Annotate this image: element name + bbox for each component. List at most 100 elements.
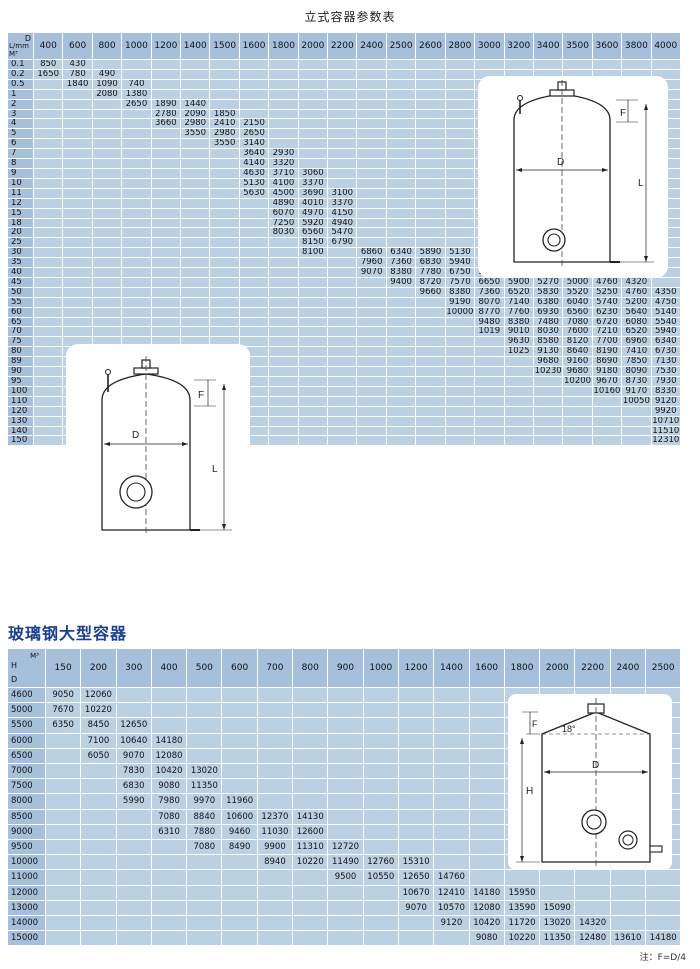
table-cell bbox=[209, 276, 240, 288]
table-cell bbox=[209, 88, 240, 100]
table-cell bbox=[209, 257, 240, 269]
corner-l-label: L/mm bbox=[9, 42, 29, 50]
table-cell bbox=[33, 425, 64, 437]
table-cell bbox=[268, 306, 299, 318]
table-cell: 10160 bbox=[591, 385, 623, 397]
table-cell bbox=[444, 405, 476, 417]
table-cell: 7930 bbox=[650, 376, 682, 387]
table-cell bbox=[562, 385, 593, 397]
row-header: 100 bbox=[6, 385, 35, 397]
table-cell bbox=[327, 415, 358, 427]
table-cell: 2150 bbox=[238, 118, 270, 130]
table-cell bbox=[503, 356, 534, 368]
table-cell bbox=[91, 148, 123, 160]
table-cell: 8640 bbox=[562, 346, 593, 358]
table-cell bbox=[91, 128, 123, 140]
column-header: 1600 bbox=[468, 648, 505, 688]
table-cell bbox=[444, 336, 476, 348]
table-cell bbox=[356, 148, 387, 160]
table-cell bbox=[221, 915, 258, 932]
row-header: 45 bbox=[6, 276, 35, 288]
table-cell bbox=[150, 930, 188, 947]
table-cell bbox=[356, 158, 387, 169]
table-cell: 4760 bbox=[621, 286, 652, 298]
table-cell bbox=[121, 227, 152, 239]
row-header: 9000 bbox=[7, 823, 46, 841]
table-cell bbox=[209, 316, 240, 328]
table-cell bbox=[385, 415, 417, 427]
table-cell bbox=[327, 296, 358, 308]
table-cell bbox=[186, 899, 223, 917]
table-cell bbox=[297, 68, 329, 80]
table-cell: 3100 bbox=[327, 187, 358, 199]
table-cell bbox=[150, 257, 182, 269]
table-cell bbox=[62, 167, 93, 179]
row-header: 3 bbox=[6, 108, 35, 120]
table-cell bbox=[256, 793, 294, 810]
table-cell bbox=[297, 326, 329, 338]
table-cell: 5890 bbox=[415, 247, 446, 259]
table-cell: 8690 bbox=[591, 356, 623, 368]
table-cell: 9080 bbox=[150, 778, 188, 795]
corner-d-label: D bbox=[11, 675, 18, 684]
table-cell bbox=[468, 854, 505, 871]
table-cell bbox=[209, 306, 240, 318]
table-cell bbox=[356, 118, 387, 130]
table-cell bbox=[238, 207, 270, 219]
table-cell bbox=[356, 197, 387, 209]
table-cell bbox=[415, 376, 446, 387]
table-cell bbox=[532, 395, 564, 407]
table-cell bbox=[209, 207, 240, 219]
table-cell bbox=[385, 346, 417, 358]
table-cell bbox=[238, 227, 270, 239]
table-cell bbox=[62, 108, 93, 120]
table-cell bbox=[591, 405, 623, 417]
table-cell bbox=[268, 316, 299, 328]
table-cell bbox=[433, 747, 470, 765]
table-cell: 9050 bbox=[44, 686, 82, 704]
table-cell bbox=[385, 197, 417, 209]
table-cell: 7530 bbox=[650, 366, 682, 377]
table-cell: 6930 bbox=[532, 306, 564, 318]
table-cell bbox=[468, 763, 505, 780]
table-cell: 11350 bbox=[539, 930, 576, 947]
table-cell: 4630 bbox=[238, 167, 270, 179]
table-cell: 5740 bbox=[591, 296, 623, 308]
table-cell bbox=[474, 435, 505, 447]
table-cell: 5540 bbox=[650, 316, 682, 328]
table-cell bbox=[292, 686, 329, 704]
table-cell: 9630 bbox=[503, 336, 534, 348]
table-cell bbox=[433, 732, 470, 749]
table-cell bbox=[503, 435, 534, 447]
table-cell bbox=[468, 732, 505, 749]
table-cell: 5130 bbox=[444, 247, 476, 259]
table-cell bbox=[468, 686, 505, 704]
table-cell bbox=[532, 385, 564, 397]
table-cell: 9190 bbox=[444, 296, 476, 308]
table-cell bbox=[433, 778, 470, 795]
table-cell bbox=[209, 59, 240, 70]
table-cell bbox=[297, 316, 329, 328]
table-cell bbox=[33, 167, 64, 179]
table-cell bbox=[180, 257, 211, 269]
table-cell bbox=[115, 899, 152, 917]
table-cell bbox=[385, 296, 417, 308]
column-header: 2500 bbox=[385, 32, 417, 60]
table-cell: 4750 bbox=[650, 296, 682, 308]
table-cell bbox=[297, 148, 329, 160]
table2-corner: M³ H D bbox=[7, 648, 46, 688]
table-cell bbox=[292, 702, 329, 719]
table-cell bbox=[268, 247, 299, 259]
table-cell bbox=[356, 207, 387, 219]
table-cell: 9160 bbox=[562, 356, 593, 368]
table-cell bbox=[256, 702, 294, 719]
column-header: 3500 bbox=[562, 32, 593, 60]
table-cell bbox=[292, 930, 329, 947]
table-cell: 9170 bbox=[621, 385, 652, 397]
table-cell bbox=[297, 346, 329, 358]
table-cell bbox=[297, 138, 329, 150]
row-header: 6500 bbox=[7, 747, 46, 765]
table-cell bbox=[180, 207, 211, 219]
